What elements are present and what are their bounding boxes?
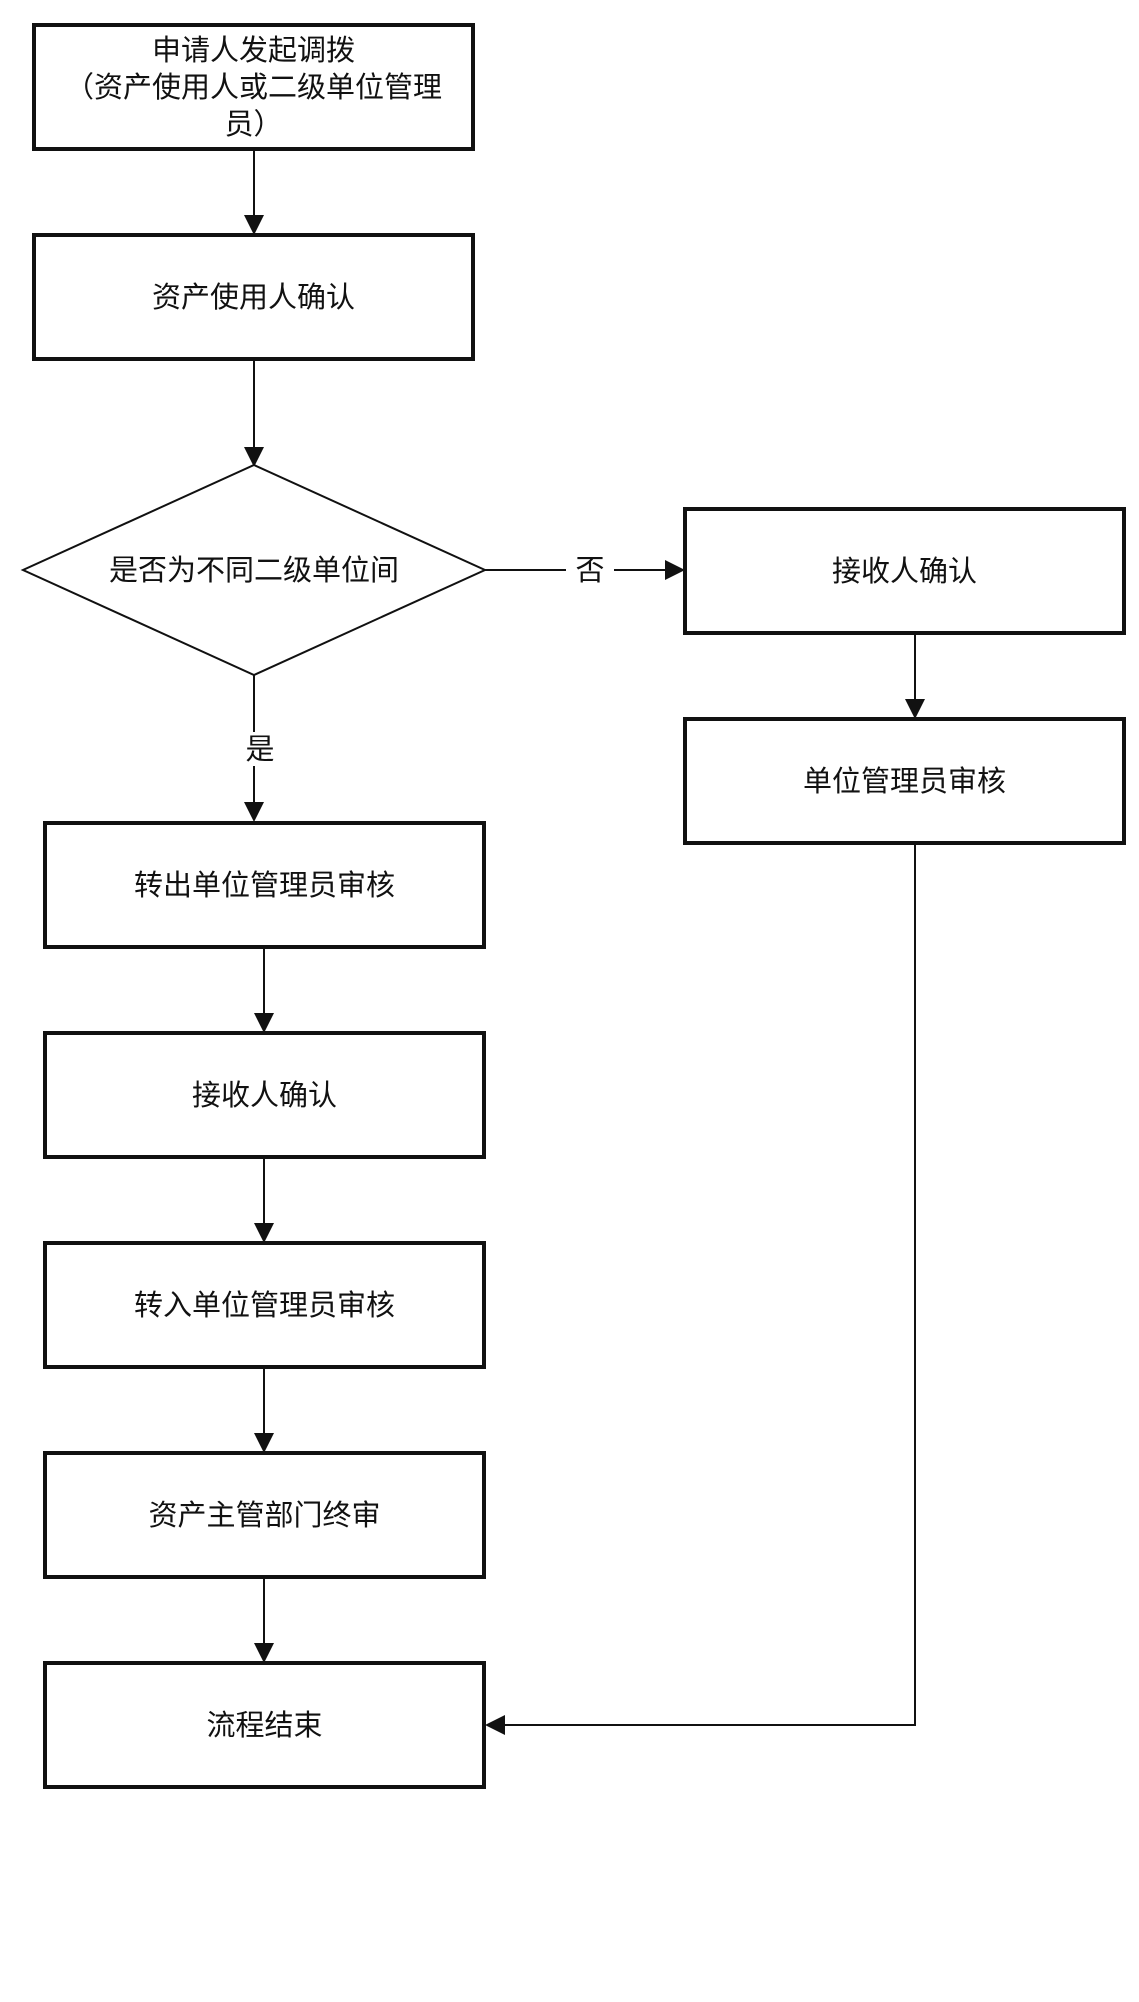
yes-label: 是: [245, 732, 275, 766]
arrow-right-admin-to-end: [485, 845, 916, 1735]
start-node-label: 申请人发起调拨 （资产使用人或二级单位管理员）: [64, 32, 442, 141]
yes-label-box: 是: [236, 732, 284, 766]
left-receiver-confirm-label: 接收人确认: [191, 1077, 337, 1112]
asset-user-confirm-node: 资产使用人确认: [32, 233, 475, 361]
process-end-label: 流程结束: [206, 1707, 323, 1742]
transfer-in-admin-review-label: 转入单位管理员审核: [133, 1287, 395, 1322]
transfer-out-admin-review-label: 转出单位管理员审核: [133, 867, 395, 902]
decision-node: 是否为不同二级单位间: [70, 548, 438, 592]
left-receiver-confirm-node: 接收人确认: [43, 1031, 486, 1159]
transfer-out-admin-review-node: 转出单位管理员审核: [43, 821, 486, 949]
unit-admin-review-label: 单位管理员审核: [802, 763, 1006, 798]
right-receiver-confirm-label: 接收人确认: [831, 553, 977, 588]
asset-user-confirm-label: 资产使用人确认: [151, 279, 355, 314]
asset-management-final-review-label: 资产主管部门终审: [148, 1497, 381, 1532]
unit-admin-review-node: 单位管理员审核: [683, 717, 1126, 845]
decision-label: 是否为不同二级单位间: [108, 553, 399, 587]
process-end-node: 流程结束: [43, 1661, 486, 1789]
asset-management-final-review-node: 资产主管部门终审: [43, 1451, 486, 1579]
start-node: 申请人发起调拨 （资产使用人或二级单位管理员）: [32, 23, 475, 151]
transfer-in-admin-review-node: 转入单位管理员审核: [43, 1241, 486, 1369]
no-label: 否: [575, 553, 605, 587]
no-label-box: 否: [566, 553, 614, 587]
right-receiver-confirm-node: 接收人确认: [683, 507, 1126, 635]
